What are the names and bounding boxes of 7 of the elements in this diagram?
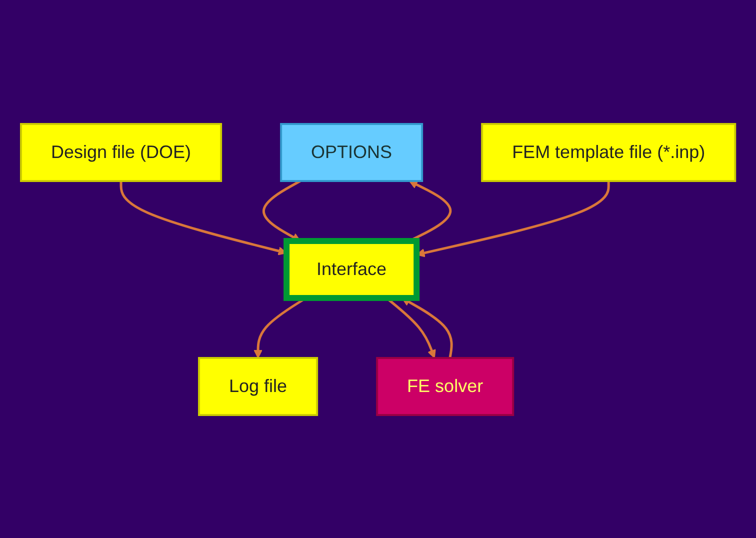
node-box: Log file — [198, 356, 318, 416]
node-box: Design file (DOE) — [20, 122, 222, 182]
node-box: FE solver — [376, 356, 514, 416]
node-box: Interface — [283, 238, 420, 300]
node-box: OPTIONS — [280, 122, 423, 182]
node-box: FEM template file (*.inp) — [481, 122, 736, 182]
arrow — [262, 179, 301, 241]
